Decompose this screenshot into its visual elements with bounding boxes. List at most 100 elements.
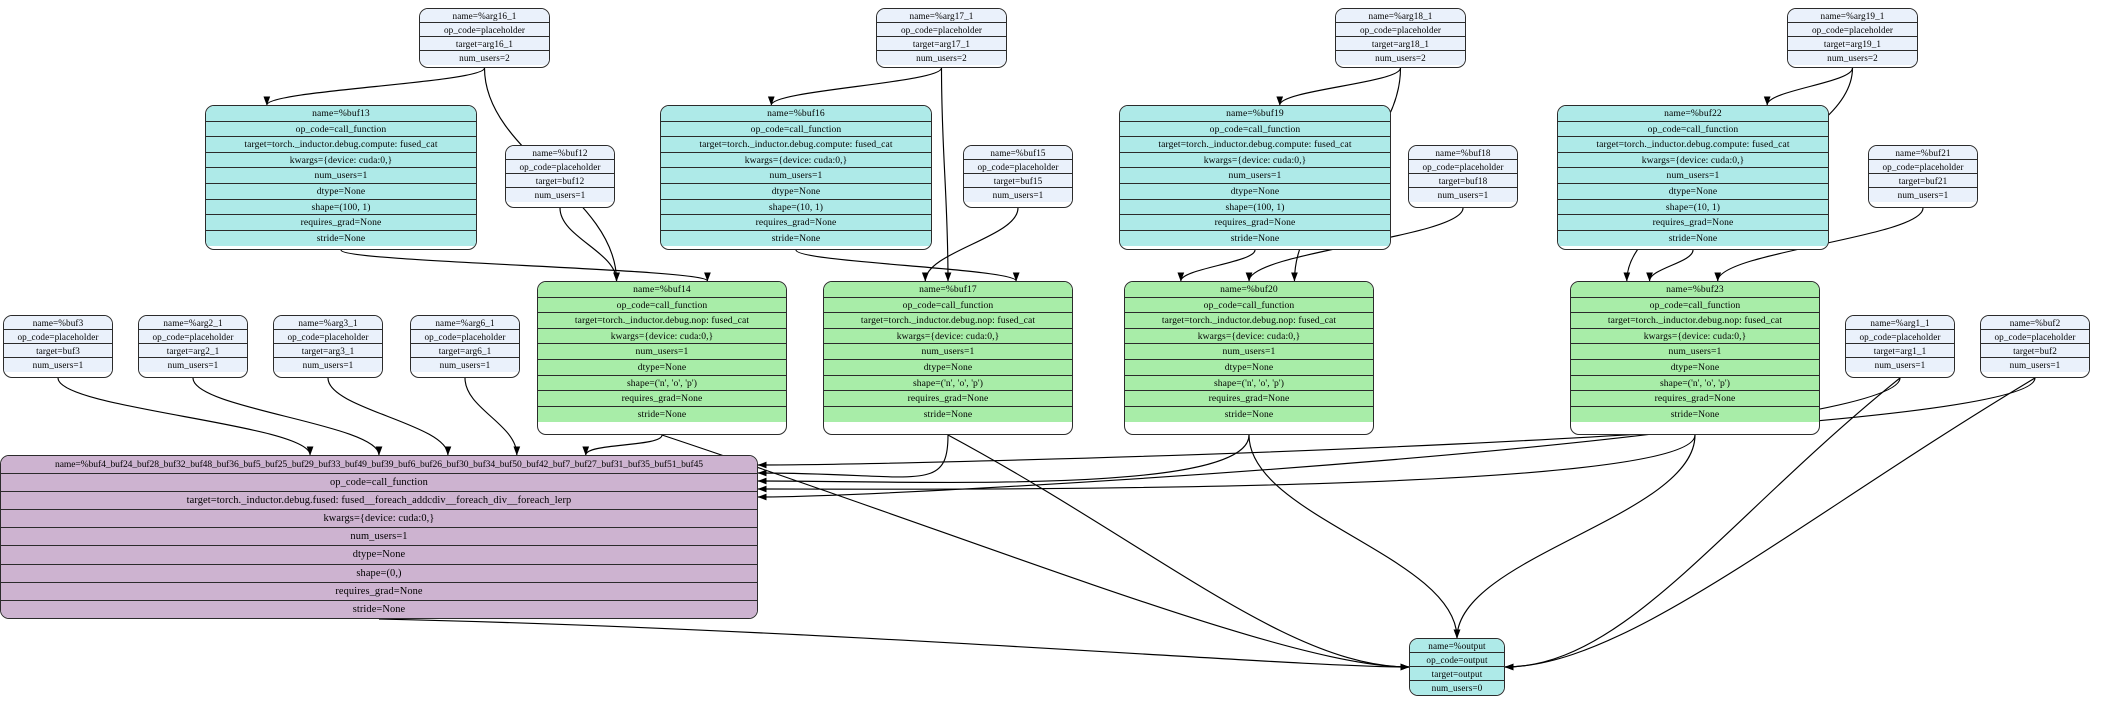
node-field-attr-8: stride=None [661,230,931,247]
node-field-name: name=%buf15 [964,146,1072,160]
graph-node-fused_foreach[interactable]: name=%buf4_buf24_buf28_buf32_buf48_buf36… [0,455,758,619]
node-field-attr-3: kwargs={device: cuda:0,} [824,328,1072,345]
node-field-attr-2: target=torch._inductor.debug.nop: fused_… [538,313,786,329]
node-field-name: name=%arg3_1 [274,316,382,330]
node-field-attr-2: target=arg1_1 [1846,344,1954,358]
node-field-attr-5: dtype=None [824,359,1072,376]
node-field-attr-2: target=arg3_1 [274,344,382,358]
node-field-attr-6: shape=(10, 1) [661,199,931,216]
node-field-attr-1: op_code=call_function [661,121,931,138]
node-field-attr-4: num_users=1 [1558,168,1828,184]
node-field-attr-1: op_code=call_function [206,121,476,138]
node-field-attr-6: shape=('n', 'o', 'p') [824,375,1072,392]
node-field-attr-1: op_code=call_function [1,474,757,493]
node-field-attr-1: op_code=call_function [1571,297,1819,314]
node-field-attr-8: stride=None [1558,230,1828,247]
node-field-attr-3: kwargs={device: cuda:0,} [1120,152,1390,169]
node-field-attr-7: requires_grad=None [824,391,1072,407]
node-field-name: name=%arg6_1 [411,316,519,330]
node-field-attr-2: target=buf15 [964,174,1072,188]
node-field-attr-2: target=torch._inductor.debug.compute: fu… [1558,137,1828,153]
node-field-attr-1: op_code=placeholder [1336,23,1465,37]
node-field-attr-3: num_users=1 [1846,358,1954,372]
node-field-attr-3: kwargs={device: cuda:0,} [661,152,931,169]
node-field-attr-2: target=buf18 [1409,174,1517,188]
node-field-attr-6: shape=('n', 'o', 'p') [1571,375,1819,392]
node-field-attr-3: num_users=1 [4,358,112,372]
node-field-attr-5: dtype=None [1558,183,1828,200]
node-field-attr-3: num_users=1 [411,358,519,372]
node-field-attr-3: num_users=1 [1409,188,1517,202]
node-field-attr-2: target=torch._inductor.debug.nop: fused_… [1125,313,1373,329]
edge-buf13-to-buf14 [340,249,711,282]
node-field-attr-3: num_users=2 [1788,51,1917,65]
node-field-attr-6: shape=(100, 1) [206,199,476,216]
node-field-attr-3: kwargs={device: cuda:0,} [1558,152,1828,169]
edge-buf23-to-output [1453,434,1696,639]
node-field-attr-1: op_code=placeholder [1981,330,2089,344]
node-field-attr-1: op_code=output [1410,653,1504,667]
node-field-attr-6: shape=(10, 1) [1558,199,1828,216]
node-field-attr-7: requires_grad=None [1120,215,1390,231]
edge-arg6_1-to-fused_foreach [464,377,521,456]
node-field-name: name=%buf13 [206,106,476,122]
node-field-attr-2: target=torch._inductor.debug.fused: fuse… [1,492,757,511]
node-field-attr-4: num_users=1 [1125,344,1373,360]
node-field-attr-1: op_code=placeholder [274,330,382,344]
node-field-attr-8: stride=None [206,230,476,247]
node-field-attr-8: stride=None [538,406,786,423]
node-field-attr-1: op_code=call_function [824,297,1072,314]
node-field-attr-8: stride=None [1120,230,1390,247]
node-field-attr-2: target=buf12 [506,174,614,188]
node-field-attr-2: target=arg6_1 [411,344,519,358]
node-field-attr-1: op_code=call_function [538,297,786,314]
edge-buf22-to-buf23 [1646,249,1694,282]
node-field-name: name=%buf4_buf24_buf28_buf32_buf48_buf36… [1,456,757,475]
node-field-attr-3: num_users=1 [1869,188,1977,202]
node-field-attr-2: target=arg17_1 [877,37,1006,51]
edge-buf20-to-output [1248,434,1461,639]
node-field-attr-1: op_code=placeholder [877,23,1006,37]
edge-buf23-to-fused_foreach [757,434,1696,493]
node-field-attr-4: num_users=1 [661,168,931,184]
node-field-attr-2: target=torch._inductor.debug.nop: fused_… [1571,313,1819,329]
node-field-attr-7: requires_grad=None [1571,391,1819,407]
node-field-attr-3: kwargs={device: cuda:0,} [1571,328,1819,345]
edge-buf17-to-fused_foreach [757,434,949,478]
node-field-name: name=%buf12 [506,146,614,160]
node-field-attr-7: requires_grad=None [1558,215,1828,231]
node-field-attr-5: dtype=None [538,359,786,376]
node-field-attr-2: target=arg18_1 [1336,37,1465,51]
node-field-attr-8: stride=None [1125,406,1373,423]
node-field-attr-5: dtype=None [661,183,931,200]
node-field-attr-2: target=torch._inductor.debug.compute: fu… [1120,137,1390,153]
node-field-attr-3: kwargs={device: cuda:0,} [1125,328,1373,345]
node-field-attr-3: num_users=0 [1410,681,1504,695]
edge-buf17-to-output [947,434,1410,671]
node-field-name: name=%buf21 [1869,146,1977,160]
